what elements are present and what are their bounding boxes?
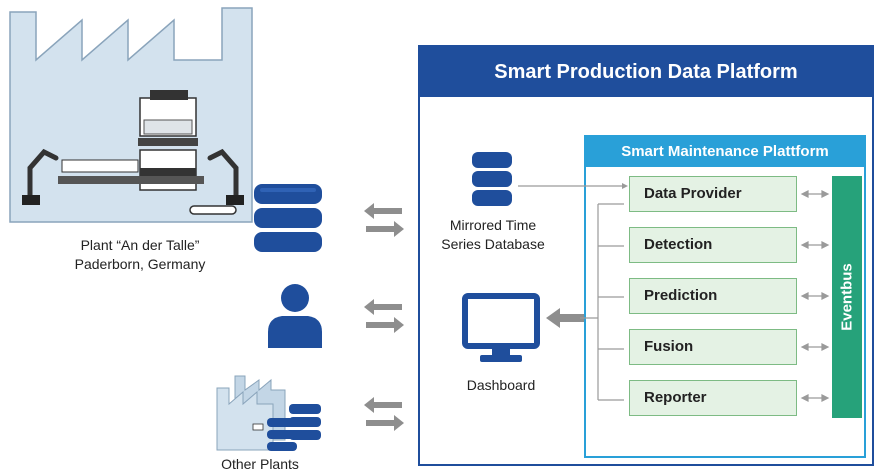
module-prediction: Prediction <box>629 278 797 314</box>
plant-exchange-arrows <box>364 203 404 237</box>
plant-label-line1: Plant “An der Talle” <box>80 237 200 253</box>
eventbus: Eventbus <box>832 176 862 418</box>
dashboard-label: Dashboard <box>466 377 536 393</box>
other-plants-label: Other Plants <box>221 456 299 472</box>
eventbus-label: Eventbus <box>838 263 856 331</box>
other-plants-exchange-arrows <box>364 397 404 431</box>
person-icon <box>268 284 322 348</box>
module-fusion: Fusion <box>629 329 797 365</box>
factory-icon <box>9 7 253 223</box>
dashboard-arrow <box>546 308 598 328</box>
person-exchange-arrows <box>364 299 404 333</box>
plant-database-icon <box>254 184 322 252</box>
other-plants-icon <box>216 375 321 451</box>
maintenance-title: Smart Maintenance Plattform <box>586 137 864 167</box>
mirrored-db-label-line2: Series Database <box>441 236 545 252</box>
mirrored-db-label-line1: Mirrored Time <box>449 217 537 233</box>
dashboard-monitor-icon <box>462 293 540 362</box>
module-detection: Detection <box>629 227 797 263</box>
mirrored-database-icon <box>472 152 512 206</box>
plant-label-line2: Paderborn, Germany <box>74 256 206 272</box>
module-data-provider: Data Provider <box>629 176 797 212</box>
platform-title: Smart Production Data Platform <box>420 47 872 97</box>
module-reporter: Reporter <box>629 380 797 416</box>
